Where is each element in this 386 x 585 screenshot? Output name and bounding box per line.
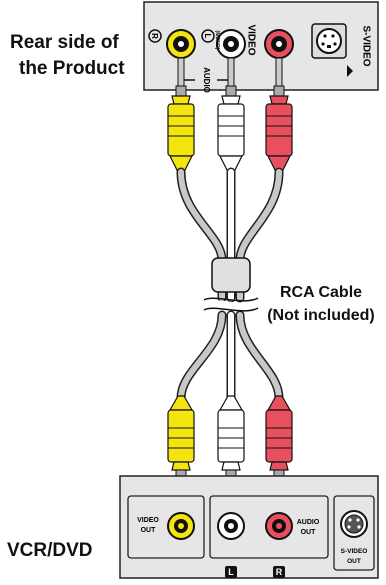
top-white-plug: [217, 57, 245, 173]
product-svideo-label: S-VIDEO: [360, 25, 371, 66]
source-audio-right-jack: [265, 512, 293, 540]
product-video-jack: [264, 29, 294, 59]
ferrite-core: [211, 257, 251, 293]
product-audio-left-jack: [216, 29, 246, 59]
cable-label-line1: RCA Cable: [279, 284, 363, 301]
source-right-marker-text: R: [276, 567, 283, 577]
source-audio-out-label-1: AUDIO: [297, 519, 320, 526]
product-audio-label: AUDIO: [202, 67, 211, 93]
source-svideo-out-label-2: OUT: [347, 558, 361, 565]
video-out-box: [127, 495, 205, 559]
source-audio-out-label-2: OUT: [301, 529, 317, 536]
source-right-marker: R: [273, 566, 285, 578]
product-right-marker: R: [148, 29, 162, 43]
product-svideo-port: [311, 23, 353, 77]
source-device-label: VCR/DVD: [7, 540, 93, 561]
rear-side-label-line2: the Product: [19, 58, 125, 79]
source-audio-left-jack: [217, 512, 245, 540]
source-video-out-label-1: VIDEO: [137, 517, 159, 524]
product-mono-label: (MONO): [214, 31, 220, 50]
product-video-label: VIDEO: [245, 24, 256, 55]
cable-break-mark: [203, 297, 259, 312]
audio-bracket-gap: [195, 73, 217, 87]
product-right-marker-text: R: [150, 33, 159, 39]
product-left-marker-text: L: [203, 34, 212, 39]
rear-side-label-line1: Rear side of: [10, 32, 119, 53]
cable-label-line2: (Not included): [267, 307, 375, 324]
top-red-plug: [265, 57, 293, 173]
product-left-marker: L: [201, 29, 215, 43]
bottom-red-plug: [265, 395, 293, 513]
source-left-marker: L: [225, 566, 237, 578]
source-svideo-out-label-1: S-VIDEO: [341, 548, 368, 555]
product-audio-right-jack: [166, 29, 196, 59]
top-plugs: [167, 57, 293, 173]
source-video-jack: [167, 512, 195, 540]
source-svideo-port: [340, 510, 368, 538]
source-video-out-label-2: OUT: [141, 527, 157, 534]
top-yellow-plug: [167, 57, 195, 173]
source-panel: VIDEO OUT AUDIO OUT L R S-VIDEO OUT: [119, 475, 379, 579]
source-left-marker-text: L: [228, 567, 234, 577]
